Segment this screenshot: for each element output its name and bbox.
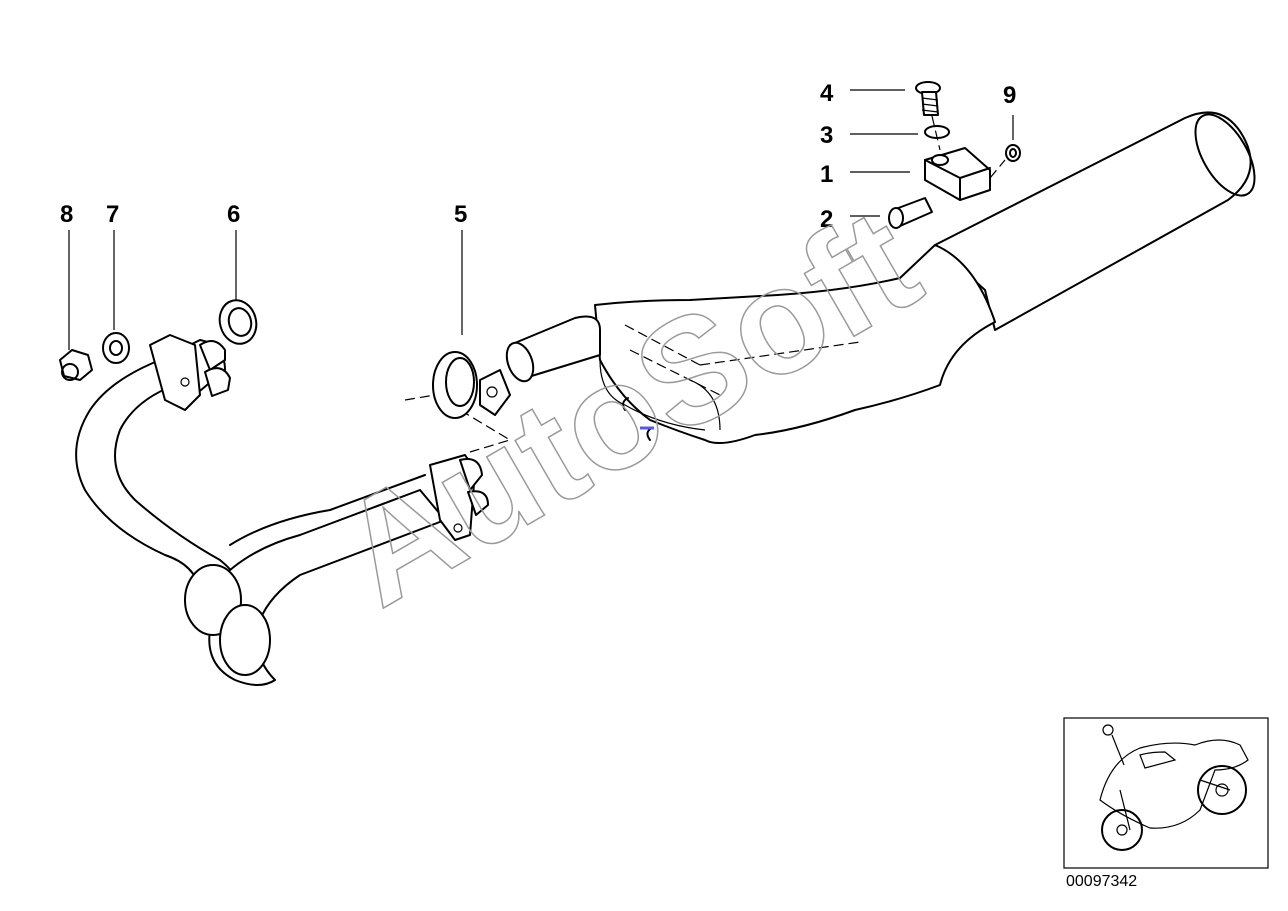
gasket-ring-part-6	[218, 299, 258, 345]
bolt-part-4	[915, 81, 941, 116]
leader-lines	[68, 89, 1014, 350]
reference-code: 00097342	[1066, 873, 1137, 890]
nut-part-8	[59, 349, 93, 381]
callout-5: 5	[454, 201, 467, 228]
sleeve-part-2	[888, 197, 933, 229]
callout-7: 7	[106, 201, 119, 228]
bracket-guide-line	[931, 115, 1006, 179]
muffler	[594, 111, 1256, 445]
clamp-part-5	[432, 351, 511, 419]
callout-4: 4	[820, 80, 834, 107]
callout-3: 3	[820, 122, 833, 149]
callout-1: 1	[820, 161, 833, 188]
clamp-guide-line	[404, 394, 512, 453]
motorcycle-locator-icon	[1063, 717, 1269, 869]
washer-part-7	[102, 332, 130, 364]
muffler-inlet-pipe	[505, 315, 601, 383]
washer-part-9	[1005, 144, 1021, 162]
callout-8: 8	[60, 201, 73, 228]
header-pipes	[75, 334, 489, 686]
callout-9: 9	[1003, 82, 1016, 109]
callout-6: 6	[227, 201, 240, 228]
callout-2: 2	[820, 206, 833, 233]
bracket-part-1	[924, 147, 991, 201]
